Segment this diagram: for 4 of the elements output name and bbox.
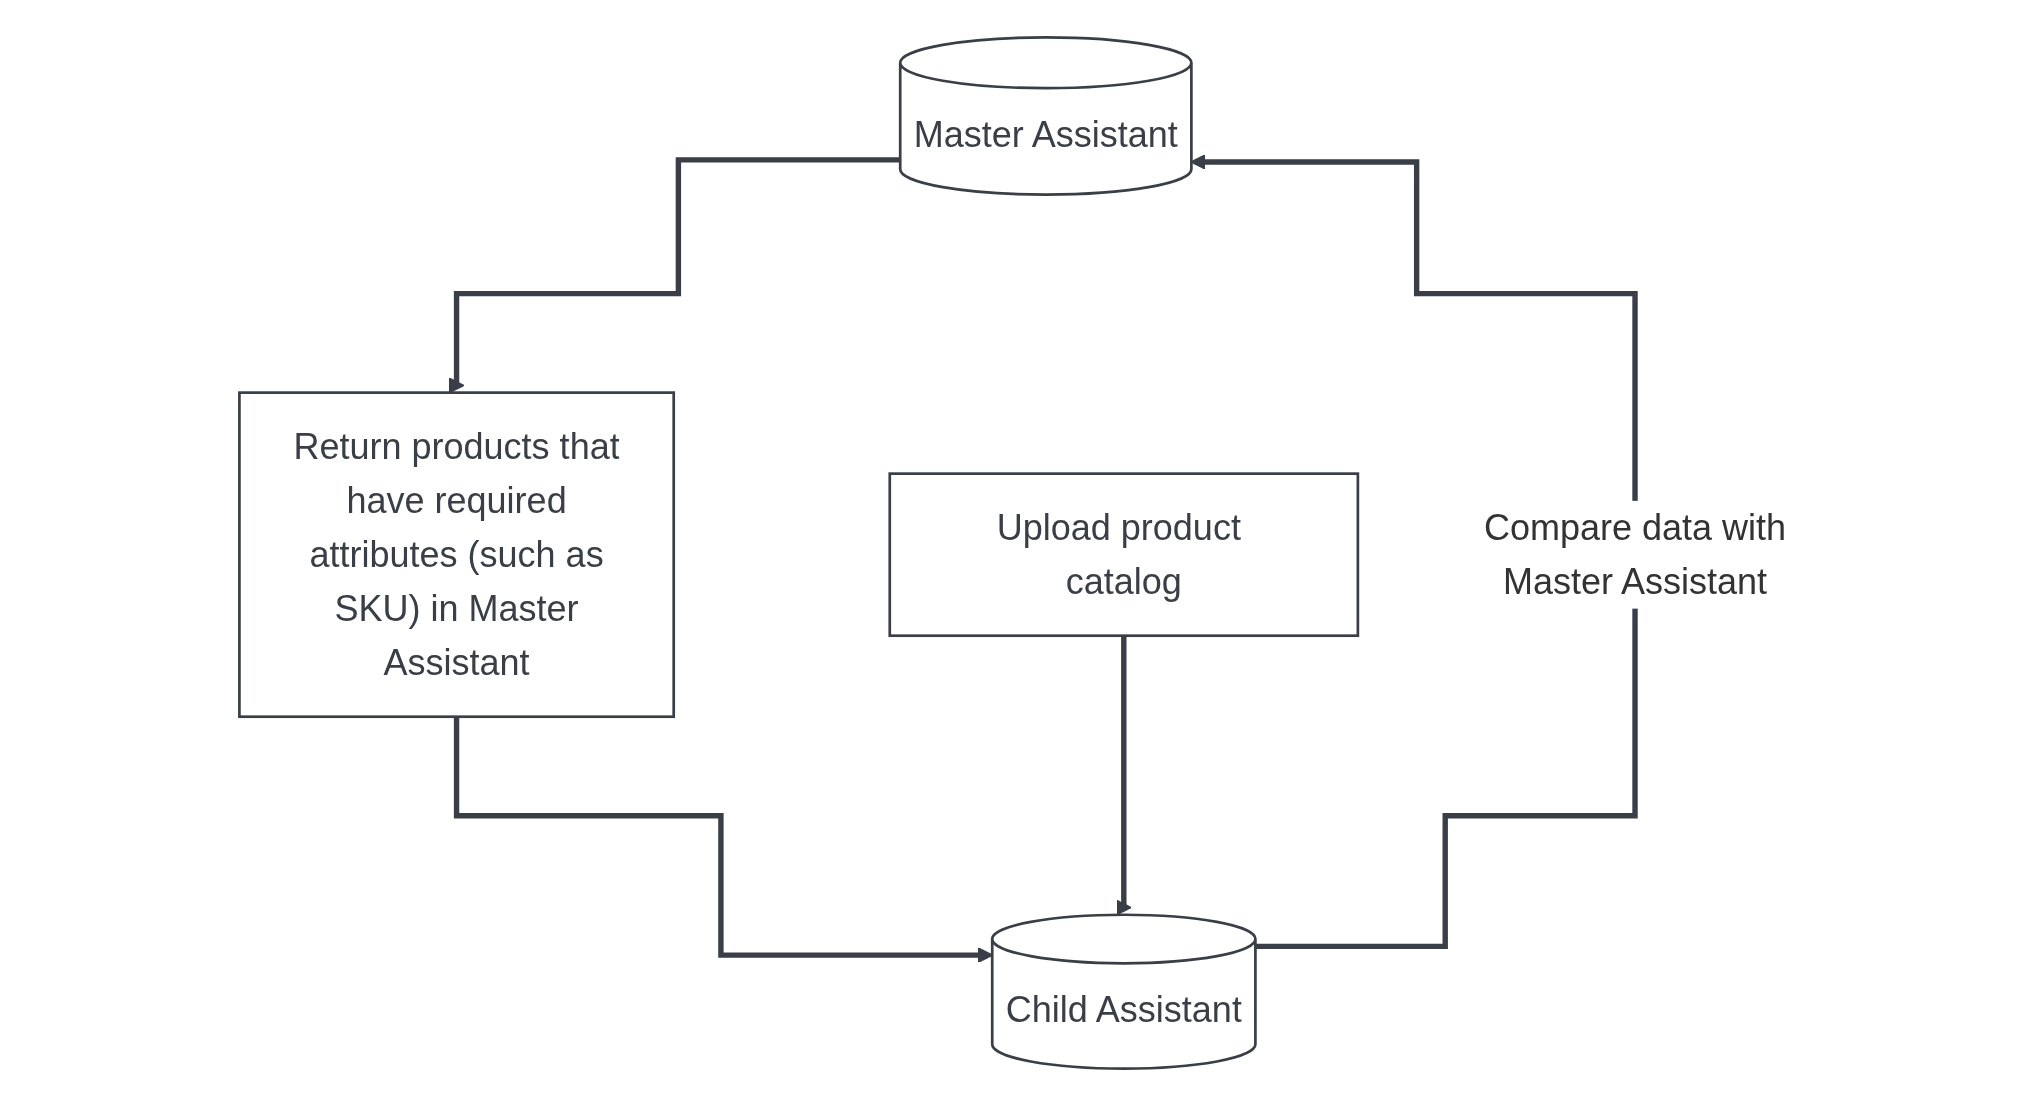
edge-label: Compare data with Master Assistant [1483,507,1786,602]
arrow [1190,154,1638,950]
node-box: Return products that have required attributes (such as SKU) in Master Assistant [237,391,675,719]
node-box: Upload product catalog [888,472,1359,638]
